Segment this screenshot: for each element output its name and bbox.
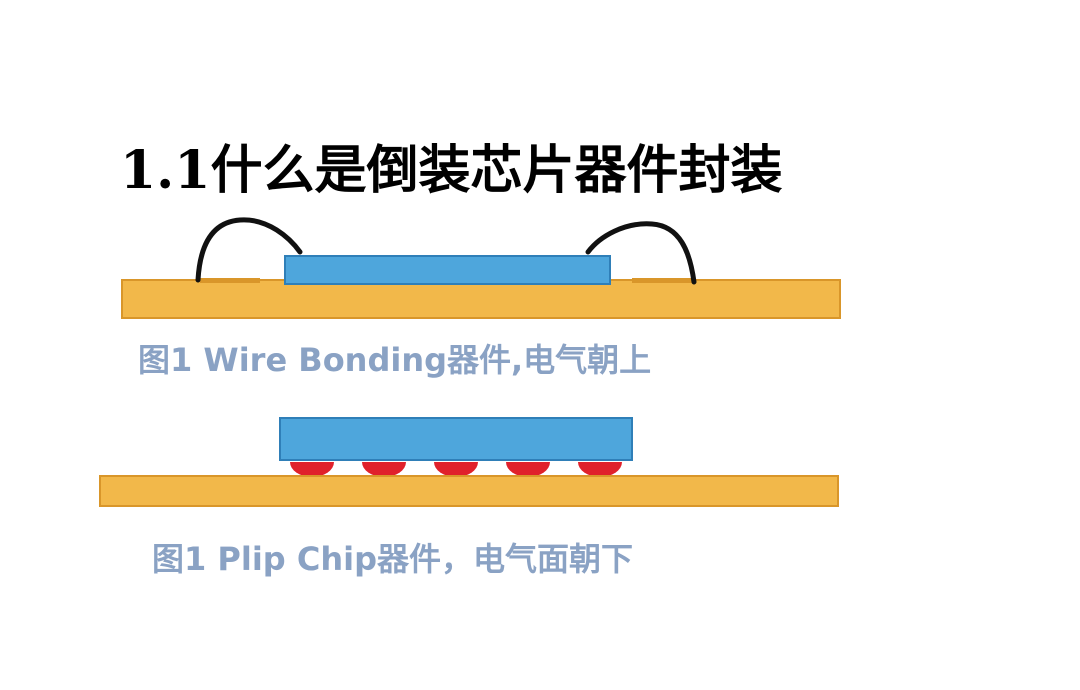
wire-bonding-right-wire (585, 221, 697, 285)
page-title: 1.1什么是倒装芯片器件封装 (120, 140, 782, 201)
solder-bump (362, 462, 406, 477)
wire-bonding-caption: 图1 Wire Bonding器件,电气朝上 (138, 341, 651, 379)
flip-chip-die (279, 417, 633, 461)
solder-bump (506, 462, 550, 477)
flip-chip-figure (99, 417, 839, 507)
wire-bonding-substrate (121, 279, 841, 319)
wire-bonding-die (284, 255, 611, 285)
wire-bonding-left-pad (200, 278, 260, 283)
flip-chip-substrate (99, 475, 839, 507)
wire-bonding-figure (121, 217, 841, 319)
flip-chip-caption: 图1 Plip Chip器件，电气面朝下 (152, 540, 633, 578)
solder-bump (578, 462, 622, 477)
solder-bumps (290, 462, 622, 477)
wire-bonding-left-wire (195, 217, 303, 283)
wire-bonding-right-pad (632, 278, 692, 283)
solder-bump (290, 462, 334, 477)
solder-bump (434, 462, 478, 477)
